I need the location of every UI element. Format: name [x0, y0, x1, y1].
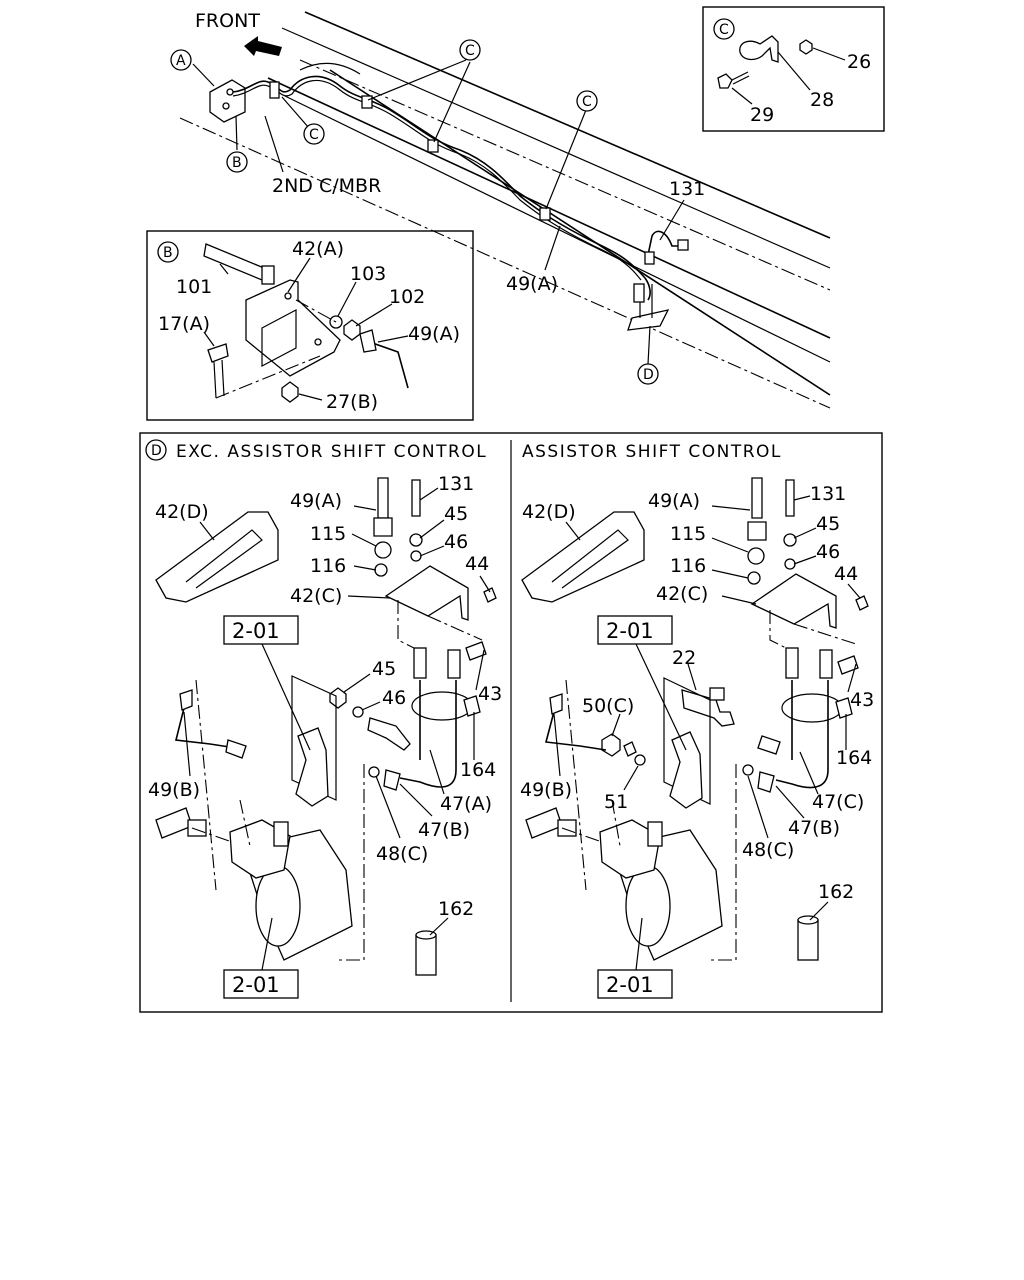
right-label-44: 44 — [834, 563, 858, 585]
label-103: 103 — [350, 263, 386, 285]
label-29: 29 — [750, 104, 774, 126]
label-17a: 17(A) — [158, 313, 210, 335]
left-label-43: 43 — [478, 683, 502, 705]
detail-b-circle: B — [163, 245, 173, 261]
front-arrow-icon — [244, 36, 282, 56]
left-label-162: 162 — [438, 898, 474, 920]
label-26: 26 — [847, 51, 871, 73]
right-label-115: 115 — [670, 523, 706, 545]
right-label-162: 162 — [818, 881, 854, 903]
ref-box-right-top: 2-01 — [606, 619, 654, 643]
top-view: FRONT A B — [170, 10, 831, 409]
left-label-115: 115 — [310, 523, 346, 545]
label-49a-top: 49(A) — [506, 273, 558, 295]
right-label-48c: 48(C) — [742, 839, 794, 861]
left-label-45-mid: 45 — [372, 658, 396, 680]
detail-c: C 26 28 29 — [702, 6, 885, 132]
ref-box-right-bottom: 2-01 — [606, 973, 654, 997]
detail-c-circle: C — [719, 22, 729, 38]
left-label-47a: 47(A) — [440, 793, 492, 815]
callout-c-1: C — [309, 127, 319, 143]
right-label-51: 51 — [604, 791, 628, 813]
detail-b: B 42(A) 101 103 102 17(A) — [146, 230, 474, 421]
right-label-50c: 50(C) — [582, 695, 634, 717]
left-label-45-top: 45 — [444, 503, 468, 525]
left-label-47b: 47(B) — [418, 819, 470, 841]
left-title: EXC. ASSISTOR SHIFT CONTROL — [176, 442, 487, 462]
right-label-47b: 47(B) — [788, 817, 840, 839]
left-label-46-mid: 46 — [382, 687, 406, 709]
label-49a-b: 49(A) — [408, 323, 460, 345]
label-42a: 42(A) — [292, 238, 344, 260]
right-label-47c: 47(C) — [812, 791, 864, 813]
left-label-49b: 49(B) — [148, 779, 200, 801]
detail-d: D EXC. ASSISTOR SHIFT CONTROL ASSISTOR S… — [139, 432, 883, 1013]
label-101: 101 — [176, 276, 212, 298]
right-label-49b: 49(B) — [520, 779, 572, 801]
left-label-42c: 42(C) — [290, 585, 342, 607]
left-panel: 2-01 2-01 49(A) 131 — [148, 473, 502, 999]
right-label-42c: 42(C) — [656, 583, 708, 605]
label-27b: 27(B) — [326, 391, 378, 413]
crossmember-label: 2ND C/MBR — [272, 175, 381, 197]
right-label-43: 43 — [850, 689, 874, 711]
right-label-45: 45 — [816, 513, 840, 535]
callout-b: B — [232, 155, 242, 171]
left-label-44: 44 — [465, 553, 489, 575]
ref-box-left-top: 2-01 — [232, 619, 280, 643]
right-label-49a: 49(A) — [648, 490, 700, 512]
callout-c-2: C — [465, 43, 475, 59]
right-label-46: 46 — [816, 541, 840, 563]
left-label-42d: 42(D) — [155, 501, 209, 523]
right-label-42d: 42(D) — [522, 501, 576, 523]
label-102: 102 — [389, 286, 425, 308]
ref-box-left-bottom: 2-01 — [232, 973, 280, 997]
label-131-top: 131 — [669, 178, 705, 200]
right-panel: 2-01 2-01 49(A) — [520, 477, 874, 999]
detail-d-circle: D — [151, 443, 162, 459]
callout-d: D — [643, 367, 654, 383]
right-title: ASSISTOR SHIFT CONTROL — [522, 442, 782, 462]
left-label-49a: 49(A) — [290, 490, 342, 512]
right-label-131: 131 — [810, 483, 846, 505]
front-label: FRONT — [195, 10, 260, 32]
right-label-22: 22 — [672, 647, 696, 669]
left-label-48c: 48(C) — [376, 843, 428, 865]
left-label-116: 116 — [310, 555, 346, 577]
right-label-164: 164 — [836, 747, 872, 769]
right-label-116: 116 — [670, 555, 706, 577]
label-28: 28 — [810, 89, 834, 111]
left-label-164: 164 — [460, 759, 496, 781]
left-label-131: 131 — [438, 473, 474, 495]
left-label-46-top: 46 — [444, 531, 468, 553]
callout-a: A — [176, 53, 186, 69]
callout-c-3: C — [582, 94, 592, 110]
